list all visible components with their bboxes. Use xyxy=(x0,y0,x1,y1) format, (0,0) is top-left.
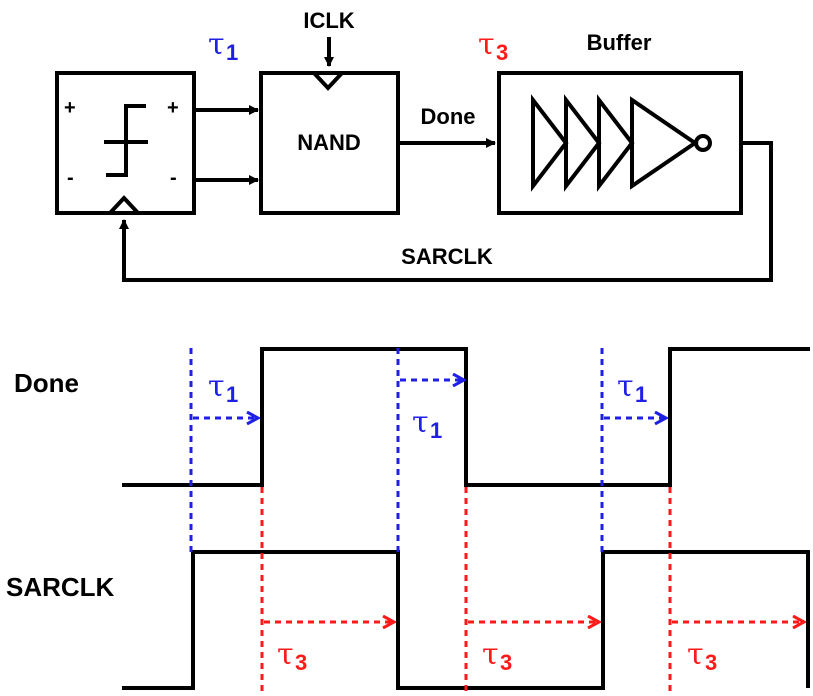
nand-block: NAND xyxy=(259,71,400,215)
buffer-label: Buffer xyxy=(587,30,652,55)
comparator-block: + + - - xyxy=(55,71,196,215)
nand-clock-input xyxy=(312,71,344,91)
svg-text:1: 1 xyxy=(226,40,238,65)
tau1-timing-label-3: τ 1 xyxy=(617,369,647,407)
sarclk-feedback-wire xyxy=(119,141,773,282)
buffer-block xyxy=(497,71,743,215)
tau3-timing-label-3: τ 3 xyxy=(687,637,717,675)
comparator-plus-out: + xyxy=(167,97,179,119)
iclk-label: ICLK xyxy=(303,8,354,33)
tau3-timing-label-1: τ 3 xyxy=(277,637,307,675)
inverter-chain-icon xyxy=(531,94,712,192)
done-waveform xyxy=(122,347,810,487)
sarclk-wire-label: SARCLK xyxy=(401,244,493,269)
svg-text:3: 3 xyxy=(500,650,512,675)
done-signal-label: Done xyxy=(14,368,79,398)
tau3-block-label: τ 3 xyxy=(478,27,508,65)
svg-text:τ: τ xyxy=(208,27,225,62)
svg-text:τ: τ xyxy=(412,405,429,440)
tau3-timing-label-2: τ 3 xyxy=(482,637,512,675)
comparator-minus-out: - xyxy=(170,167,177,189)
comparator-minus-in: - xyxy=(67,167,74,189)
svg-text:3: 3 xyxy=(295,650,307,675)
svg-text:1: 1 xyxy=(635,382,647,407)
comparator-clock-input xyxy=(108,195,140,215)
tau1-timing-label-2: τ 1 xyxy=(412,405,442,443)
sarclk-signal-label: SARCLK xyxy=(6,572,115,602)
svg-text:3: 3 xyxy=(496,40,508,65)
comparator-plus-in: + xyxy=(64,97,76,119)
nand-label: NAND xyxy=(297,130,361,155)
tau3-guide-lines xyxy=(260,487,672,694)
svg-text:1: 1 xyxy=(430,418,442,443)
svg-text:τ: τ xyxy=(687,637,704,672)
done-wire-label: Done xyxy=(421,104,476,129)
svg-text:3: 3 xyxy=(705,650,717,675)
svg-text:τ: τ xyxy=(617,369,634,404)
svg-text:τ: τ xyxy=(478,27,495,62)
sarclk-waveform xyxy=(122,550,810,690)
svg-text:τ: τ xyxy=(208,369,225,404)
svg-text:τ: τ xyxy=(277,637,294,672)
svg-text:1: 1 xyxy=(226,382,238,407)
tau1-guide-lines xyxy=(189,348,604,554)
tau1-timing-label-1: τ 1 xyxy=(208,369,238,407)
svg-text:τ: τ xyxy=(482,637,499,672)
tau1-block-label: τ 1 xyxy=(208,27,238,65)
